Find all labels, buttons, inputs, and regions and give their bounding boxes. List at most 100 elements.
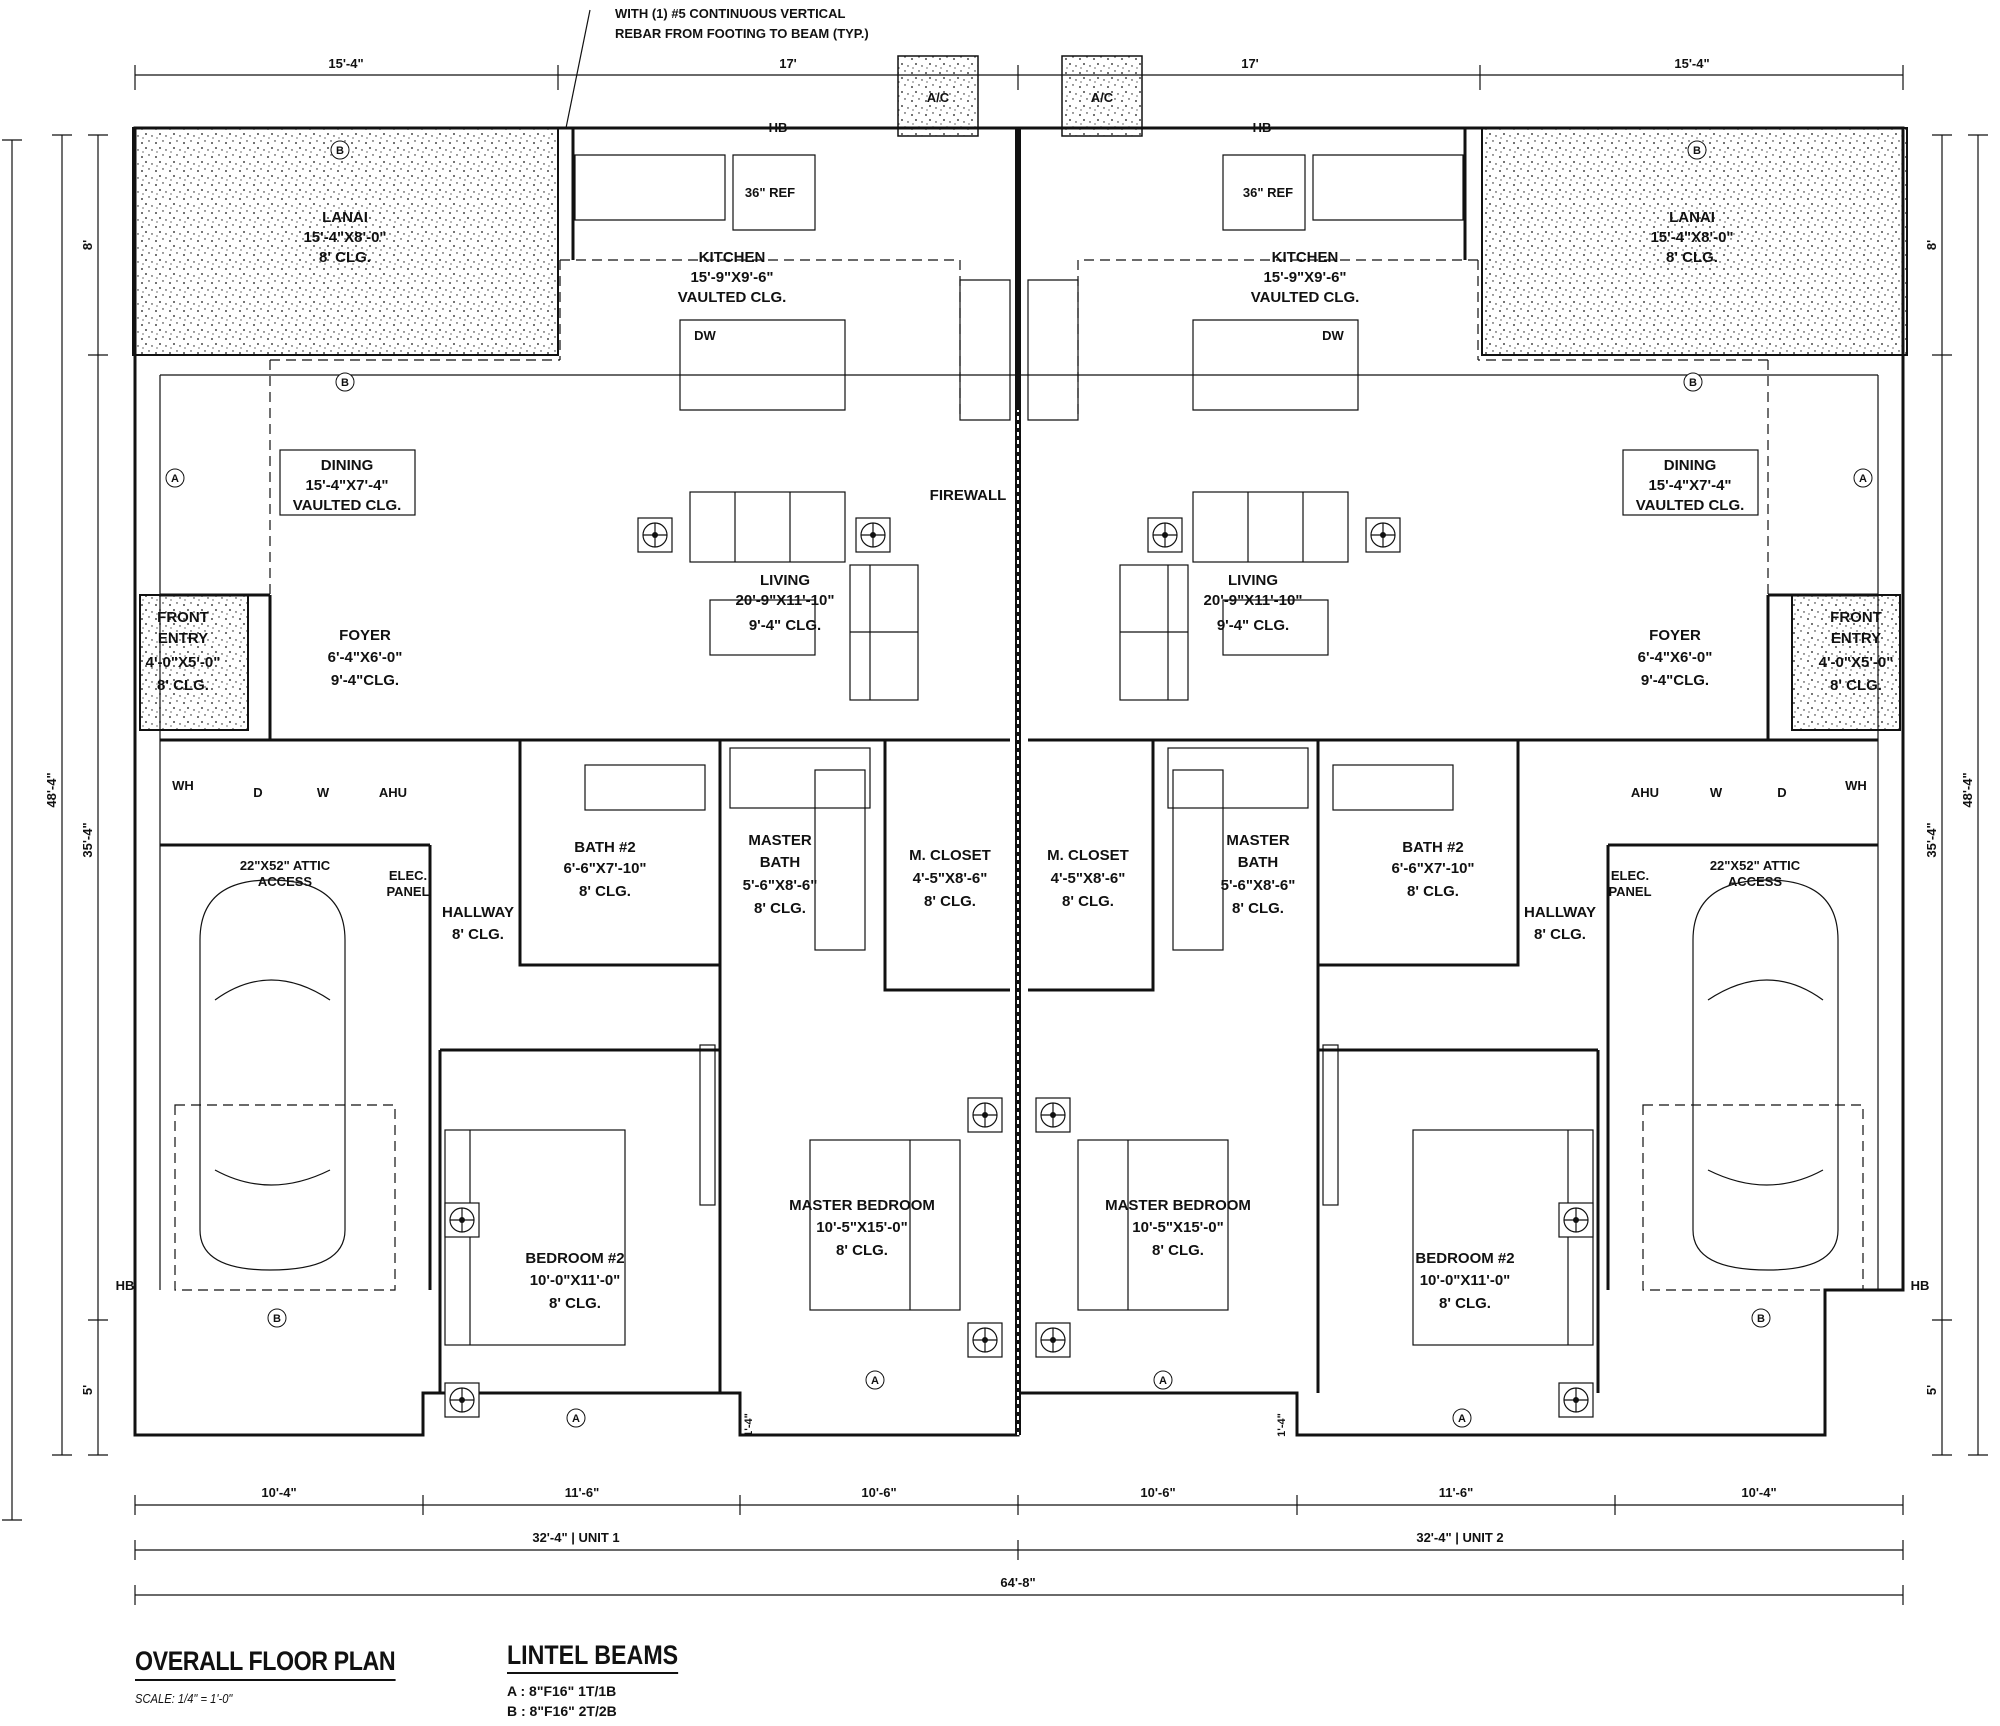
dim-bottom-6: 10'-4" [1741, 1485, 1776, 1500]
svg-text:B: B [273, 1313, 281, 1325]
living-size: 20'-9"X11'-10" [736, 592, 835, 609]
ac-pad-right [1061, 55, 1143, 137]
front-entry-size: 4'-0"X5'-0" [1819, 654, 1894, 671]
washer-label: W [1710, 785, 1723, 800]
front-entry-ceiling: 8' CLG. [1830, 677, 1882, 694]
furniture-right [1077, 449, 1759, 1346]
ceiling-fan-icon [1147, 517, 1183, 553]
dim-left-outer: 48'-4" [44, 772, 59, 807]
lanai-ceiling: 8' CLG. [1666, 249, 1718, 266]
bath2-size: 6'-6"X7'-10" [1391, 860, 1474, 877]
master-bath-size: 5'-6"X8'-6" [743, 877, 818, 894]
dim-small-left: 1'-4" [743, 1413, 755, 1437]
foyer-size: 6'-4"X6'-0" [328, 649, 403, 666]
master-bedroom-ceiling: 8' CLG. [836, 1242, 888, 1259]
dim-bottom-3: 10'-6" [861, 1485, 896, 1500]
dim-left-bottom: 5' [80, 1385, 95, 1395]
dryer-label: D [253, 785, 262, 800]
dim-right-bottom: 5' [1924, 1385, 1939, 1395]
living-ceiling: 9'-4" CLG. [749, 617, 821, 634]
master-bath-ceiling: 8' CLG. [1232, 900, 1284, 917]
hallway-ceiling: 8' CLG. [452, 926, 504, 943]
front-entry-ceiling: 8' CLG. [157, 677, 209, 694]
svg-text:A: A [1159, 1375, 1167, 1387]
svg-text:A: A [1859, 473, 1867, 485]
m-closet-name: M. CLOSET [909, 847, 991, 864]
ceiling-fan-icon [1558, 1382, 1594, 1418]
bath2-name: BATH #2 [574, 839, 635, 856]
dim-top-2: 17' [779, 56, 797, 71]
ceiling-fan-icon [444, 1202, 480, 1238]
dim-unit-1: 32'-4" | UNIT 1 [532, 1530, 619, 1545]
m-closet-size: 4'-5"X8'-6" [1051, 870, 1126, 887]
svg-text:A: A [1458, 1413, 1466, 1425]
ref-label: 36" REF [1243, 185, 1293, 200]
lintel-title: LINTEL BEAMS [507, 1640, 679, 1674]
dw-label: DW [1322, 328, 1344, 343]
dim-bottom-1: 10'-4" [261, 1485, 296, 1500]
ahu-label: AHU [379, 785, 407, 800]
dim-top-4: 15'-4" [1674, 56, 1709, 71]
kitchen-ceiling: VAULTED CLG. [678, 289, 787, 306]
lintel-a-spec: A : 8"F16" 1T/1B [507, 1683, 617, 1699]
foyer-name: FOYER [1649, 627, 1701, 644]
bedroom2-size: 10'-0"X11'-0" [1420, 1272, 1511, 1289]
firewall-label: FIREWALL [930, 487, 1007, 504]
hallway-name: HALLWAY [1524, 904, 1596, 921]
master-bath-name-2: BATH [1238, 854, 1279, 871]
floor-plan-drawing: WITH (1) #5 CONTINUOUS VERTICAL REBAR FR… [2, 6, 1988, 1605]
ac-label-left: A/C [927, 90, 950, 105]
ceiling-fan-icon [855, 517, 891, 553]
lanai-size: 15'-4"X8'-0" [303, 229, 386, 246]
front-entry-size: 4'-0"X5'-0" [146, 654, 221, 671]
m-closet-name: M. CLOSET [1047, 847, 1129, 864]
car-right [1642, 879, 1864, 1291]
ceiling-fan-icon [1035, 1322, 1071, 1358]
interior-walls-left [160, 128, 1020, 1393]
master-bath-name: MASTER [1226, 832, 1290, 849]
wh-label: WH [1845, 778, 1867, 793]
dim-right-inner: 35'-4" [1924, 822, 1939, 857]
master-bedroom-size: 10'-5"X15'-0" [816, 1219, 907, 1236]
attic-access-label: 22"X52" ATTIC [1710, 858, 1801, 873]
dim-overall: 64'-8" [1000, 1575, 1035, 1590]
dim-left-inner: 35'-4" [80, 822, 95, 857]
ahu-label: AHU [1631, 785, 1659, 800]
lanai-right-slab [1481, 127, 1908, 356]
living-ceiling: 9'-4" CLG. [1217, 617, 1289, 634]
hb-label: HB [1253, 120, 1272, 135]
bath2-size: 6'-6"X7'-10" [563, 860, 646, 877]
hb-label: HB [769, 120, 788, 135]
wh-label: WH [172, 778, 194, 793]
front-entry-name-2: ENTRY [158, 630, 208, 647]
hb-label: HB [1911, 1278, 1930, 1293]
attic-access-label-2: ACCESS [258, 874, 313, 889]
ceiling-fan-icon [1558, 1202, 1594, 1238]
attic-access-label: 22"X52" ATTIC [240, 858, 331, 873]
m-closet-ceiling: 8' CLG. [924, 893, 976, 910]
dining-name: DINING [321, 457, 374, 474]
lanai-name: LANAI [322, 209, 368, 226]
top-note-line1: WITH (1) #5 CONTINUOUS VERTICAL [615, 6, 845, 21]
master-bath-name-2: BATH [760, 854, 801, 871]
bedroom2-name: BEDROOM #2 [1415, 1250, 1514, 1267]
master-bedroom-name: MASTER BEDROOM [789, 1197, 935, 1214]
top-note-line2: REBAR FROM FOOTING TO BEAM (TYP.) [615, 26, 869, 41]
lintel-b-spec: B : 8"F16" 2T/2B [507, 1703, 617, 1719]
dining-size: 15'-4"X7'-4" [1648, 477, 1731, 494]
front-entry-name-2: ENTRY [1831, 630, 1881, 647]
ac-label-right: A/C [1091, 90, 1114, 105]
master-bedroom-name: MASTER BEDROOM [1105, 1197, 1251, 1214]
hb-label: HB [116, 1278, 135, 1293]
ceiling-fan-icon [1035, 1097, 1071, 1133]
bath2-name: BATH #2 [1402, 839, 1463, 856]
svg-text:B: B [1689, 377, 1697, 389]
bedroom2-size: 10'-0"X11'-0" [530, 1272, 621, 1289]
living-size: 20'-9"X11'-10" [1204, 592, 1303, 609]
bath2-ceiling: 8' CLG. [1407, 883, 1459, 900]
svg-text:A: A [572, 1413, 580, 1425]
elec-panel-label: ELEC. [1611, 868, 1649, 883]
master-bedroom-size: 10'-5"X15'-0" [1132, 1219, 1223, 1236]
lanai-name: LANAI [1669, 209, 1715, 226]
elec-panel-label: ELEC. [389, 868, 427, 883]
